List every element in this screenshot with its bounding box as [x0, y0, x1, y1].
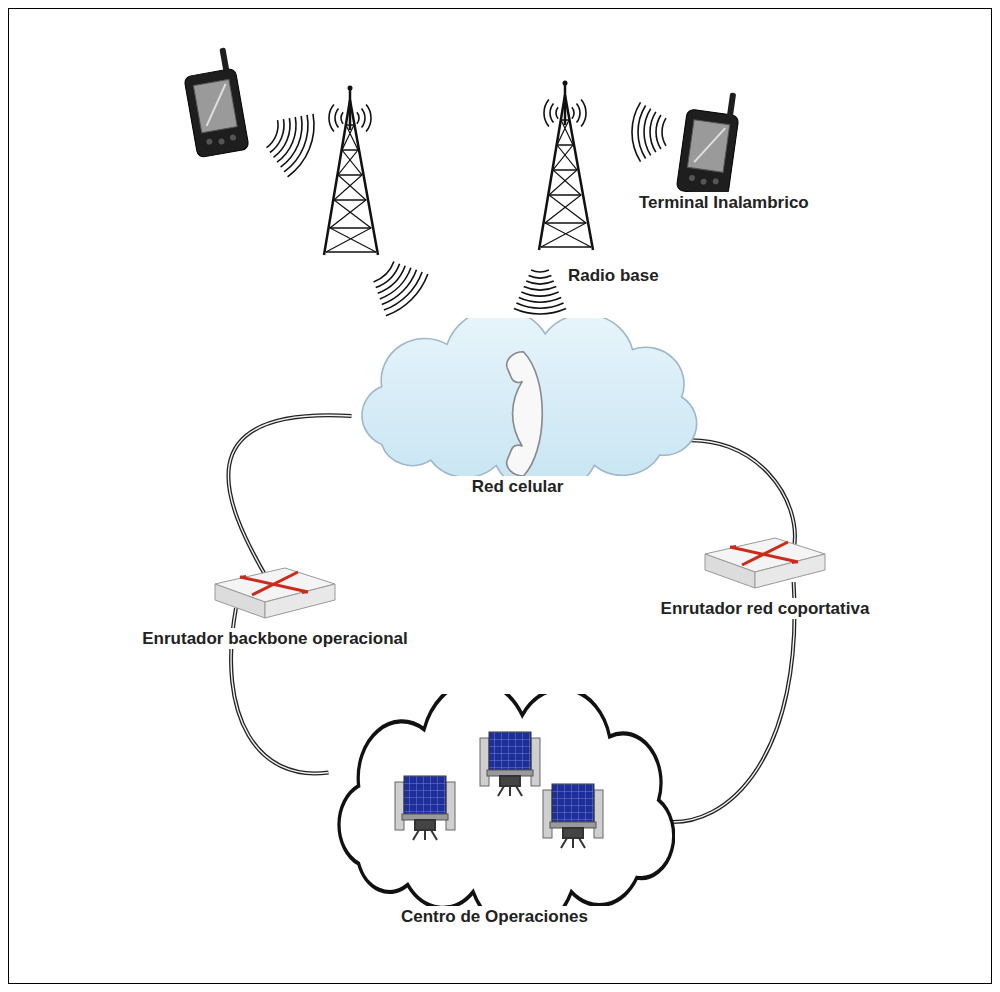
node-label: Enrutador backbone operacional: [139, 628, 410, 649]
radio-wave: [380, 268, 411, 299]
radio-wave: [526, 281, 554, 284]
router-box: Enrutador backbone operacional: [110, 562, 440, 649]
radio-wave: [514, 309, 566, 315]
radio-wave: [288, 114, 314, 177]
radio-wave: [281, 116, 302, 167]
cellular-cloud: Red celular: [335, 318, 700, 497]
radio-wave: [357, 112, 359, 124]
radio-wave: [384, 272, 422, 310]
router-box-shape: [210, 562, 340, 622]
radio-wave: [378, 266, 406, 294]
radio-wave: [531, 270, 549, 272]
radio-wave: [662, 118, 666, 146]
router-box: Enrutador red coportativa: [620, 532, 910, 619]
workstations: [315, 694, 675, 906]
cable-link: [676, 440, 795, 550]
radio-wave: [572, 107, 574, 119]
radio-wave: [644, 109, 651, 156]
radio-wave: [529, 276, 552, 278]
radio-wave: [376, 264, 400, 288]
node-label: Enrutador red coportativa: [658, 598, 873, 619]
radio-wave: [341, 112, 343, 124]
router-box-shape: [700, 532, 830, 592]
radio-wave: [270, 119, 284, 152]
radio-wave: [366, 105, 371, 132]
radio-wave: [519, 298, 561, 303]
radio-wave: [516, 303, 563, 308]
radio-wave: [386, 274, 428, 316]
radio-wave: [267, 120, 279, 148]
node-label: Centro de Operaciones: [398, 906, 591, 927]
radio-wave: [632, 102, 641, 161]
radio-wave: [362, 108, 365, 127]
operations-cloud: Centro de Operaciones: [312, 694, 677, 927]
cellular-cloud-shape: [338, 318, 698, 476]
cable-link: [228, 415, 351, 574]
part-label: Terminal Inalambrico: [637, 192, 811, 213]
radio-wave: [335, 108, 338, 127]
radio-wave: [521, 292, 558, 296]
radio-wave: [524, 287, 557, 290]
radio-wave: [656, 115, 661, 149]
radio-wave: [544, 100, 549, 127]
radio-wave: [577, 103, 580, 122]
radio-wave: [329, 105, 334, 132]
radio-wave: [650, 112, 656, 152]
node-label: Red celular: [469, 476, 567, 497]
operations-cloud-shape: [315, 694, 675, 906]
radio-wave: [581, 100, 586, 127]
radio-wave: [638, 106, 646, 159]
radio-wave: [284, 115, 308, 172]
part-label: Radio base: [566, 265, 661, 286]
radio-wave: [550, 103, 553, 122]
radio-wave: [556, 107, 558, 119]
